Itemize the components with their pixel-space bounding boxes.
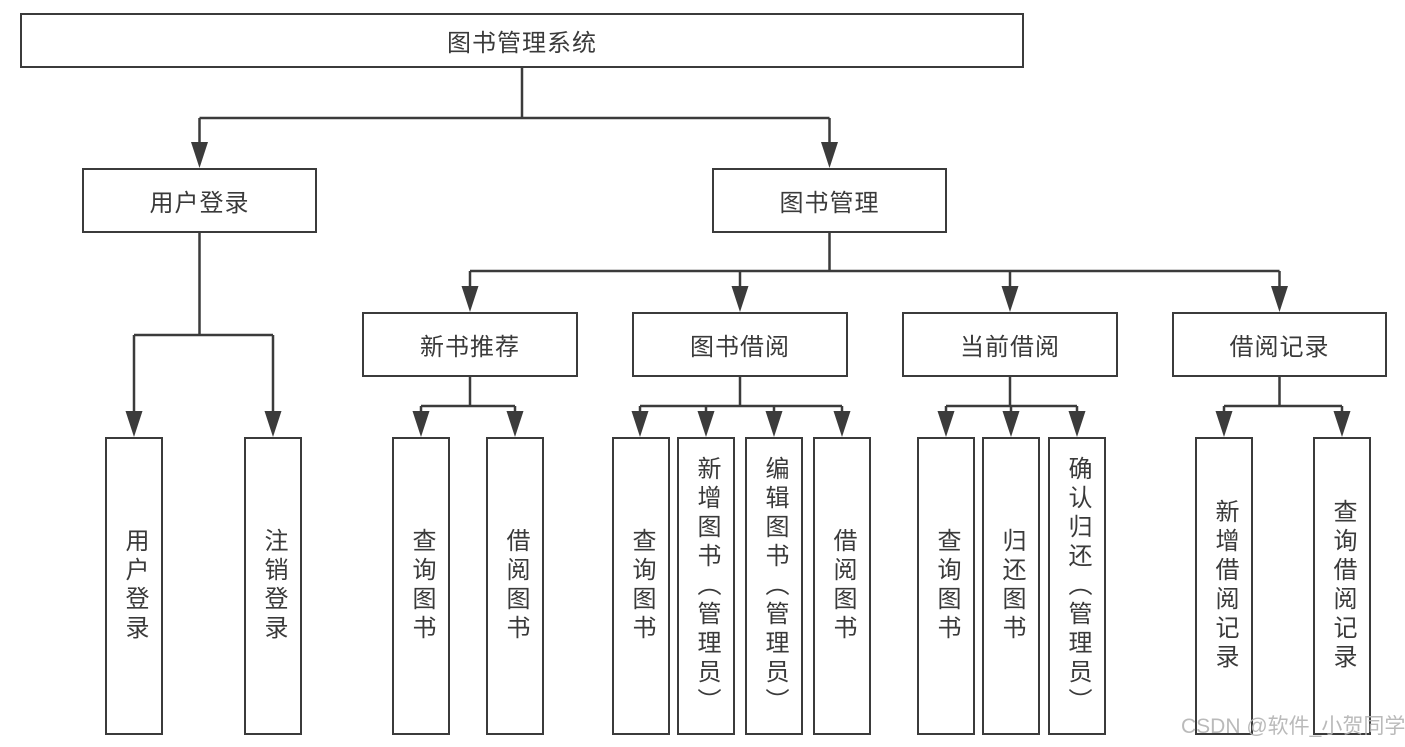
node-new-book-recommend: 新书推荐 xyxy=(362,312,578,377)
arrow-down-icon xyxy=(412,411,430,437)
leaf-edit-book-admin-label: 编辑图书（管理员） xyxy=(761,455,788,717)
leaf-add-borrow-record-label: 新增借阅记录 xyxy=(1211,499,1238,673)
arrow-down-icon xyxy=(1068,411,1086,437)
arrow-down-icon xyxy=(1333,411,1351,437)
arrow-down-icon xyxy=(821,142,838,168)
leaf-return-book-label: 归还图书 xyxy=(998,528,1025,644)
arrow-down-icon xyxy=(1271,286,1288,312)
arrow-down-icon xyxy=(833,411,851,437)
arrow-down-icon xyxy=(191,142,208,168)
node-user-login-label: 用户登录 xyxy=(149,190,250,217)
leaf-add-book-admin: 新增图书（管理员） xyxy=(677,437,735,735)
leaf-query-books-recommend: 查询图书 xyxy=(392,437,450,735)
leaf-add-borrow-record: 新增借阅记录 xyxy=(1195,437,1253,735)
connector-current-borrow-children xyxy=(944,377,1079,413)
node-current-borrow-label: 当前借阅 xyxy=(960,334,1060,361)
connector-book-mgmt-children xyxy=(468,233,1281,288)
leaf-confirm-return-admin: 确认归还（管理员） xyxy=(1048,437,1106,735)
node-borrow-records-label: 借阅记录 xyxy=(1229,334,1330,361)
leaf-logout: 注销登录 xyxy=(244,437,302,735)
leaf-user-login-label: 用户登录 xyxy=(121,528,148,644)
node-root: 图书管理系统 xyxy=(20,13,1024,68)
node-new-book-recommend-label: 新书推荐 xyxy=(420,334,520,361)
leaf-query-books-borrow: 查询图书 xyxy=(612,437,670,735)
connector-user-login-children xyxy=(132,233,275,413)
node-root-label: 图书管理系统 xyxy=(447,30,597,57)
arrow-down-icon xyxy=(506,411,524,437)
arrow-down-icon xyxy=(1002,411,1020,437)
leaf-user-login: 用户登录 xyxy=(105,437,163,735)
arrowheads xyxy=(125,142,1351,437)
node-book-borrow-label: 图书借阅 xyxy=(690,334,790,361)
leaf-return-book: 归还图书 xyxy=(982,437,1040,735)
arrow-down-icon xyxy=(765,411,783,437)
leaf-query-borrow-record: 查询借阅记录 xyxy=(1313,437,1371,735)
csdn-watermark: CSDN @软件_小贺同学 xyxy=(1181,715,1405,738)
arrow-down-icon xyxy=(1001,286,1019,312)
leaf-borrow-books-label: 借阅图书 xyxy=(829,528,856,644)
node-book-management-label: 图书管理 xyxy=(779,190,880,217)
leaf-borrow-books: 借阅图书 xyxy=(813,437,871,735)
arrow-down-icon xyxy=(631,411,649,437)
arrow-down-icon xyxy=(731,286,749,312)
node-borrow-records: 借阅记录 xyxy=(1172,312,1387,377)
leaf-borrow-books-recommend: 借阅图书 xyxy=(486,437,544,735)
leaf-borrow-books-recommend-label: 借阅图书 xyxy=(502,528,529,644)
leaf-query-books-current-label: 查询图书 xyxy=(933,528,960,644)
node-book-management: 图书管理 xyxy=(712,168,947,233)
connector-root-to-level2 xyxy=(198,68,831,144)
arrow-down-icon xyxy=(697,411,715,437)
connector-book-borrow-children xyxy=(638,377,844,413)
node-user-login: 用户登录 xyxy=(82,168,317,233)
leaf-query-books-recommend-label: 查询图书 xyxy=(408,528,435,644)
arrow-down-icon xyxy=(264,411,282,437)
connector-new-book-children xyxy=(419,377,517,413)
arrow-down-icon xyxy=(1215,411,1233,437)
arrow-down-icon xyxy=(937,411,955,437)
node-book-borrow: 图书借阅 xyxy=(632,312,848,377)
leaf-query-books-current: 查询图书 xyxy=(917,437,975,735)
leaf-confirm-return-admin-label: 确认归还（管理员） xyxy=(1064,455,1091,717)
leaf-edit-book-admin: 编辑图书（管理员） xyxy=(745,437,803,735)
leaf-query-borrow-record-label: 查询借阅记录 xyxy=(1329,499,1356,673)
connector-borrow-record-children xyxy=(1222,377,1344,413)
arrow-down-icon xyxy=(461,286,479,312)
node-current-borrow: 当前借阅 xyxy=(902,312,1118,377)
arrow-down-icon xyxy=(125,411,143,437)
leaf-logout-label: 注销登录 xyxy=(260,528,287,644)
leaf-query-books-borrow-label: 查询图书 xyxy=(628,528,655,644)
leaf-add-book-admin-label: 新增图书（管理员） xyxy=(693,455,720,717)
